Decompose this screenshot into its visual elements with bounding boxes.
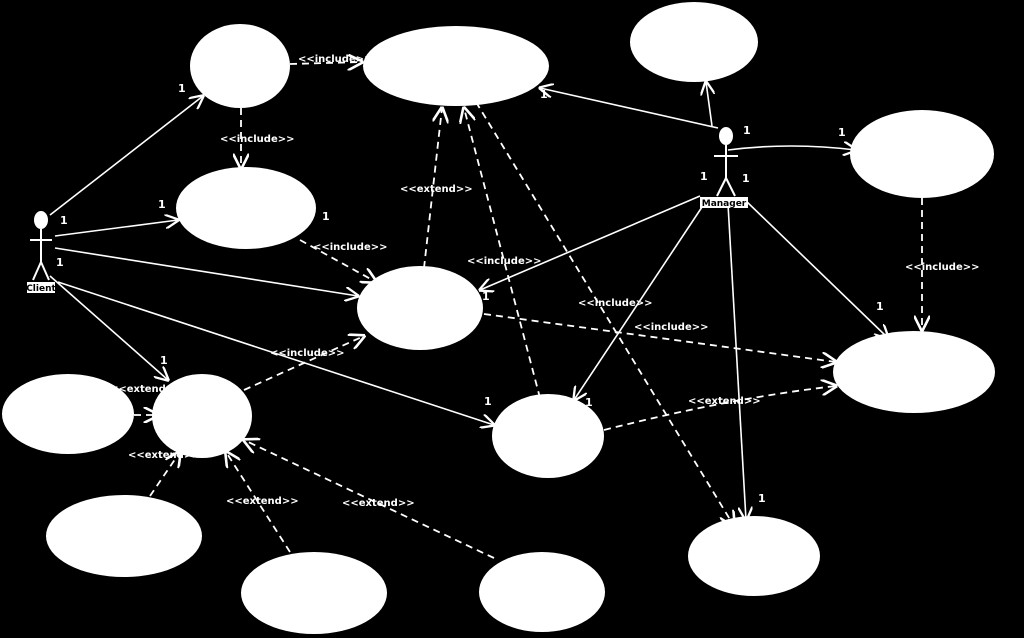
multiplicity: 1 [56, 256, 64, 269]
assoc-manager-uc10 [574, 203, 705, 400]
use-case-5[interactable] [357, 266, 483, 350]
actor-leg [716, 177, 727, 197]
assoc-client-uc5 [54, 247, 358, 296]
use-case-11[interactable] [688, 516, 820, 596]
dependencies [134, 62, 922, 559]
use-case-2[interactable] [363, 26, 549, 106]
use-case-14[interactable] [479, 552, 605, 632]
assoc-manager-uc9 [744, 199, 888, 338]
dep-uc4-uc5 [299, 239, 376, 282]
use-case-12[interactable] [46, 495, 202, 577]
label-extend: <<extend>> [400, 184, 473, 195]
actor-name-client: Client [26, 284, 56, 294]
label-extend: <<extend>> [110, 384, 183, 395]
label-include: <<include>> [905, 262, 979, 273]
dep-uc2-uc11 [475, 101, 734, 526]
actor-head-icon [719, 127, 733, 145]
label-extend: <<extend>> [128, 450, 201, 461]
label-include: <<include>> [298, 54, 372, 65]
use-case-3[interactable] [630, 2, 758, 82]
dep-uc8-uc5 [243, 336, 364, 391]
assoc-client-uc10 [57, 281, 494, 425]
actor-manager[interactable]: Manager [700, 127, 748, 209]
assoc-client-uc8 [49, 275, 168, 380]
multiplicity: 1 [322, 210, 330, 223]
label-include: <<include>> [578, 298, 652, 309]
use-case-6[interactable] [850, 110, 994, 198]
actor-leg [40, 261, 50, 281]
use-case-4[interactable] [176, 167, 316, 249]
multiplicity: 1 [700, 170, 708, 183]
dep-uc1-uc2 [289, 62, 362, 64]
assoc-client-uc1 [49, 96, 203, 216]
actor-leg [32, 261, 42, 281]
assoc-manager-uc3 [706, 82, 712, 127]
label-include: <<include>> [634, 322, 708, 333]
multiplicity: 1 [838, 126, 846, 139]
label-extend: <<extend>> [688, 396, 761, 407]
actor-name-manager: Manager [702, 199, 747, 209]
label-include: <<include>> [270, 348, 344, 359]
multiplicity: 1 [482, 290, 490, 303]
multiplicity: 1 [160, 354, 168, 367]
dep-uc13-uc8 [226, 452, 291, 553]
actor-name-box [27, 282, 55, 293]
use-case-7[interactable] [2, 374, 134, 454]
multiplicity: 1 [876, 300, 884, 313]
assoc-client-uc4 [54, 220, 178, 237]
use-case-8[interactable] [152, 374, 252, 458]
label-include: <<include>> [467, 256, 541, 267]
actor-leg [725, 177, 736, 197]
assoc-manager-uc2 [540, 88, 719, 129]
multiplicity: 1 [540, 88, 548, 101]
label-extend: <<extend>> [226, 496, 299, 507]
multiplicity: 1 [484, 395, 492, 408]
label-include: <<include>> [220, 134, 294, 145]
use-cases [2, 2, 995, 634]
multiplicity: 1 [758, 492, 766, 505]
actor-head-icon [34, 211, 48, 229]
dep-uc10-uc2 [464, 108, 541, 399]
actor-name-box [700, 197, 748, 208]
multiplicity: 1 [158, 198, 166, 211]
multiplicity: 1 [585, 396, 593, 409]
label-extend: <<extend>> [342, 498, 415, 509]
assoc-manager-uc6 [727, 146, 856, 150]
associations [49, 82, 888, 520]
assoc-manager-uc11 [727, 203, 746, 520]
dep-uc12-uc8 [149, 452, 180, 497]
multiplicity: 1 [742, 172, 750, 185]
use-case-13[interactable] [241, 552, 387, 634]
multiplicity: 1 [178, 82, 186, 95]
multiplicity: 1 [60, 214, 68, 227]
dep-uc14-uc8 [244, 440, 495, 559]
multiplicities: 1 1 1 1 1 1 1 1 1 1 1 1 1 1 1 1 [56, 82, 884, 505]
use-case-9[interactable] [833, 331, 995, 413]
assoc-manager-uc5 [480, 195, 701, 290]
actor-client[interactable]: Client [26, 211, 56, 294]
multiplicity: 1 [743, 124, 751, 137]
use-case-1[interactable] [190, 24, 290, 108]
label-include: <<include>> [313, 242, 387, 253]
dep-uc10-uc9 [603, 386, 836, 431]
use-case-10[interactable] [492, 394, 604, 478]
stereotype-labels: <<include>> <<include>> <<extend>> <<inc… [110, 54, 979, 509]
dep-uc5-uc2 [423, 108, 442, 269]
